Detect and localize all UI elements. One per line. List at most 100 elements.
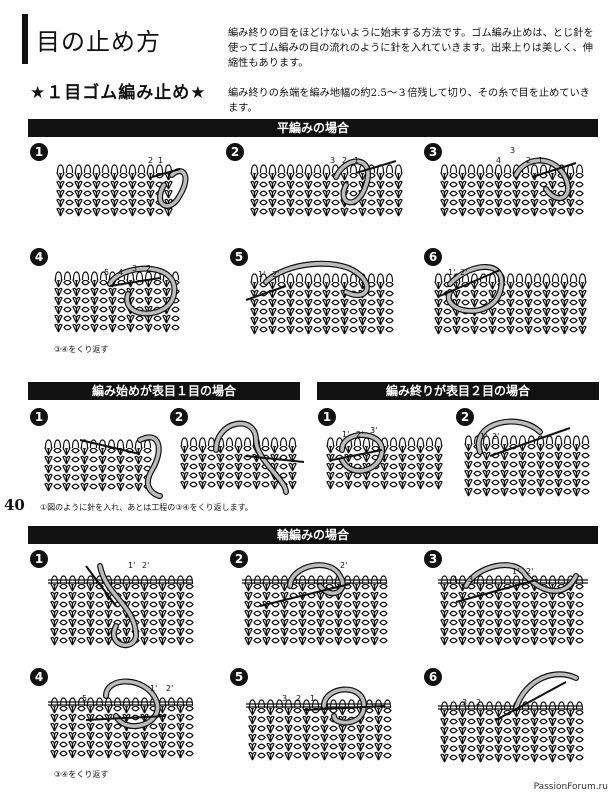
stitch-label: 1: [158, 156, 164, 165]
stitch-label: 3: [132, 264, 138, 273]
stitch-label: 5: [82, 694, 88, 703]
stitch-label: 1': [258, 270, 266, 279]
yarn-strand: [321, 686, 368, 726]
knit-stitches: [434, 273, 587, 335]
stitch-label: 3: [462, 698, 468, 707]
knit-stitches: [44, 439, 152, 492]
caption-start-note: ①図のように針を入れ、あとは工程の③④をくり返します。: [40, 503, 253, 512]
section-band-end-two: 編み終りが表目２目の場合: [317, 382, 599, 400]
knit-stitches: [464, 435, 590, 497]
knit-fabric-illustration: [242, 562, 388, 646]
tapestry-needle: [85, 565, 117, 607]
stitch-label: 1': [512, 567, 520, 576]
knit-stitches: [250, 273, 394, 335]
stitch-label: 2: [296, 694, 302, 703]
tapestry-needle: [151, 168, 181, 178]
stitch-label: 1: [354, 156, 360, 165]
title-accent-bar: [22, 14, 28, 64]
yarn-strand: [475, 418, 543, 455]
knitting-needle: [48, 701, 192, 706]
tapestry-needle: [245, 455, 305, 463]
stitch-label: 2': [492, 432, 500, 441]
section-subtitle: ★１目ゴム編み止め★: [30, 83, 207, 103]
step-number-6: 6: [424, 668, 442, 686]
knit-stitches: [244, 575, 388, 646]
yarn-strand: [213, 420, 289, 495]
step-number-4: 4: [30, 668, 48, 686]
page-number: 40: [4, 496, 25, 514]
yarn-strand: [103, 678, 161, 729]
stitch-label: 4: [452, 575, 458, 584]
knitting-needle: [242, 579, 386, 584]
tapestry-needle: [303, 705, 385, 711]
step-number-1: 1: [30, 550, 48, 568]
tapestry-needle: [259, 583, 351, 607]
tapestry-needle: [109, 277, 161, 287]
watermark: PassionForum.ru: [533, 782, 608, 792]
step-number-1: 1: [30, 143, 48, 161]
knit-stitches: [250, 164, 403, 217]
yarn-strand: [287, 562, 346, 597]
stitch-label: 1: [310, 694, 316, 703]
caption-repeat: ③④をくり返す: [54, 770, 109, 779]
yarn-strand: [463, 562, 579, 594]
knit-fabric-illustration: [54, 265, 180, 333]
step-number-5: 5: [230, 668, 248, 686]
knit-fabric-illustration: [250, 158, 403, 217]
stitch-label: 2: [476, 698, 482, 707]
knit-fabric-illustration: [56, 164, 189, 217]
knit-fabric-illustration: [434, 264, 587, 335]
yarn-strand: [107, 265, 178, 317]
page-title: 目の止め方: [36, 28, 161, 56]
stitch-label: 2: [146, 264, 152, 273]
stitch-label: 3: [282, 694, 288, 703]
step-number-1: 1: [30, 408, 48, 426]
yarn-strand: [263, 260, 370, 299]
stitch-label: 3': [370, 426, 378, 435]
step-number-5: 5: [230, 248, 248, 266]
tapestry-needle: [455, 579, 537, 603]
stitch-label: 3: [330, 156, 336, 165]
step-number-3: 3: [424, 143, 442, 161]
knit-stitches: [50, 575, 194, 646]
knit-stitches: [50, 697, 194, 759]
knit-fabric-illustration: [464, 418, 590, 497]
section-band-round: 輪編みの場合: [28, 526, 598, 544]
step-number-1: 1: [318, 408, 336, 426]
knit-stitches: [56, 164, 173, 217]
section-band-start-one: 編み始めが表目１目の場合: [28, 382, 300, 400]
intro-text: 編み終りの目をほどけないように始末する方法です。ゴム編み止めは、とじ針を使ってゴ…: [228, 28, 594, 69]
yarn-strand: [333, 158, 371, 206]
yarn-strand: [445, 264, 505, 314]
knit-fabric-illustration: [326, 432, 443, 490]
stitch-label: 5: [104, 268, 110, 277]
knit-fabric-illustration: [438, 562, 588, 646]
yarn-strand: [137, 434, 163, 499]
stitch-label: 2': [526, 567, 534, 576]
step-number-2: 2: [170, 408, 188, 426]
stitch-label: 2': [272, 270, 280, 279]
stitch-label: 1': [342, 430, 350, 439]
stitch-label: 2': [166, 684, 174, 693]
knitting-needle: [438, 705, 582, 710]
step-number-2: 2: [226, 143, 244, 161]
caption-repeat: ③④をくり返す: [54, 345, 109, 354]
step-number-2: 2: [456, 408, 474, 426]
stitch-label: 2': [340, 561, 348, 570]
knit-fabric-illustration: [245, 260, 394, 335]
stitch-label: 1': [480, 432, 488, 441]
stitch-label: 2': [460, 268, 468, 277]
section-band-flat: 平編みの場合: [28, 119, 598, 137]
tapestry-needle: [85, 715, 167, 721]
knitting-needle: [438, 579, 588, 584]
stitch-label: 2: [526, 156, 532, 165]
step-number-4: 4: [30, 248, 48, 266]
tapestry-needle: [489, 427, 571, 457]
knit-fabric-illustration: [180, 420, 305, 495]
tapestry-needle: [495, 681, 567, 721]
stitch-label: 1': [448, 268, 456, 277]
yarn-strand: [513, 157, 571, 202]
stitch-label: 1': [150, 684, 158, 693]
tapestry-needle: [79, 439, 141, 455]
knit-fabric-illustration: [246, 686, 392, 761]
